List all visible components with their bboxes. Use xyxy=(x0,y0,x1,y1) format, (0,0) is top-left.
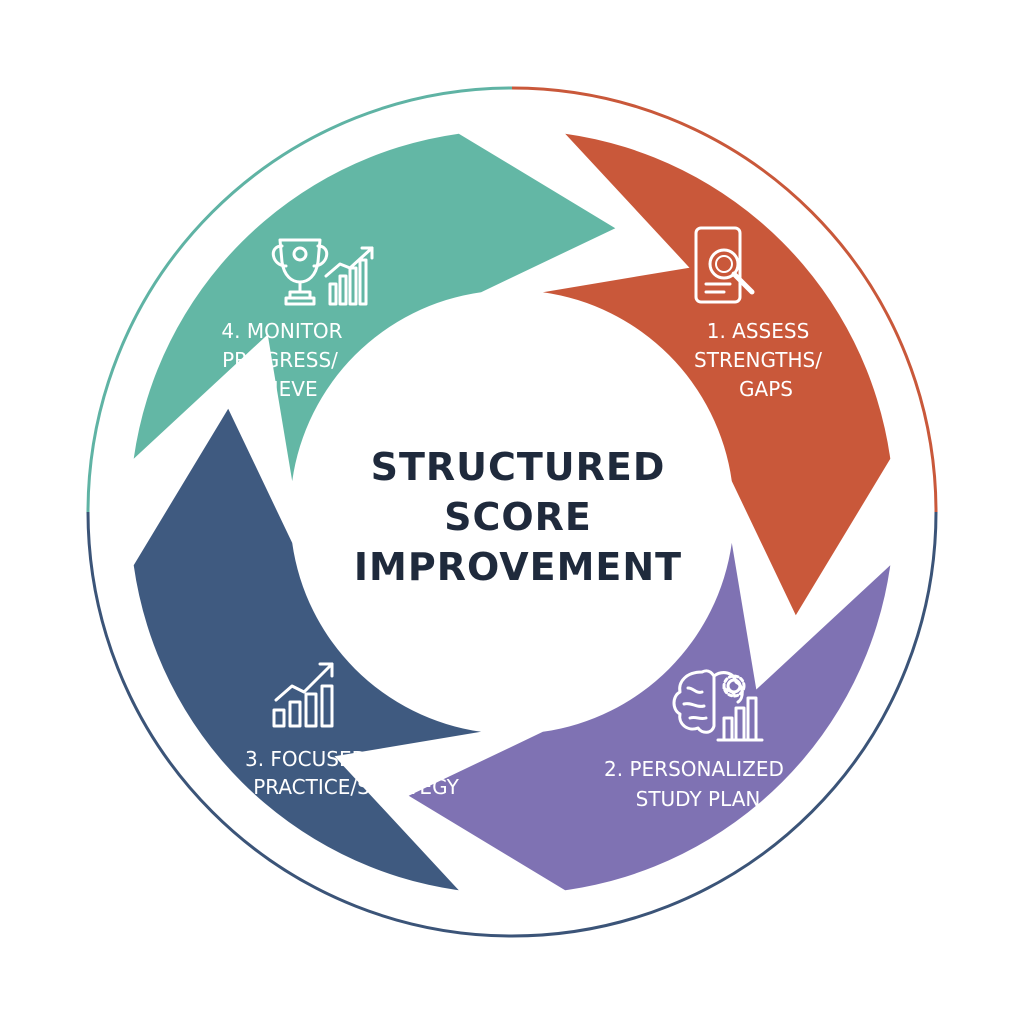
practice-label-line2: PRACTICE/STRATEGY xyxy=(253,775,459,799)
monitor-label-line3: ACHIEVE xyxy=(230,377,317,401)
document-magnifier-icon xyxy=(694,226,755,304)
monitor-label-line2: PROGRESS/ xyxy=(222,348,338,372)
center-title: STRUCTURED SCORE IMPROVEMENT xyxy=(354,445,682,589)
outer-ring-bottom xyxy=(86,511,938,938)
outer-ring-top-left xyxy=(86,86,513,513)
segments-layer xyxy=(133,133,891,891)
rising-bar-chart-icon xyxy=(272,662,334,728)
assess-label-line1: 1. ASSESS xyxy=(707,319,810,343)
plan-label-line2: STUDY PLAN xyxy=(636,787,761,811)
assess-label: 1. ASSESS STRENGTHS/ GAPS xyxy=(694,319,822,401)
practice-label-line1: 3. FOCUSED xyxy=(245,747,367,771)
outer-ring-top-right xyxy=(511,86,938,513)
assess-label-line2: STRENGTHS/ xyxy=(694,348,822,372)
plan-arrow-segment xyxy=(408,542,891,891)
practice-label: 3. FOCUSED PRACTICE/STRATEGY xyxy=(245,747,460,799)
trophy-chart-icon xyxy=(271,238,374,306)
center-title-line2: SCORE xyxy=(444,495,592,539)
plan-label-line1: 2. PERSONALIZED xyxy=(604,757,784,781)
plan-label: 2. PERSONALIZED STUDY PLAN xyxy=(604,757,784,811)
brain-gear-chart-icon xyxy=(672,669,764,742)
assess-label-line3: GAPS xyxy=(739,377,793,401)
monitor-arrow-segment xyxy=(133,133,616,482)
practice-arrow-segment xyxy=(133,408,482,891)
center-title-line1: STRUCTURED xyxy=(371,445,666,489)
assess-arrow-segment xyxy=(542,133,891,616)
monitor-label-line1: 4. MONITOR xyxy=(221,319,342,343)
monitor-label: 4. MONITOR PROGRESS/ ACHIEVE xyxy=(221,319,342,401)
center-title-line3: IMPROVEMENT xyxy=(354,545,682,589)
outer-ring xyxy=(86,86,938,938)
